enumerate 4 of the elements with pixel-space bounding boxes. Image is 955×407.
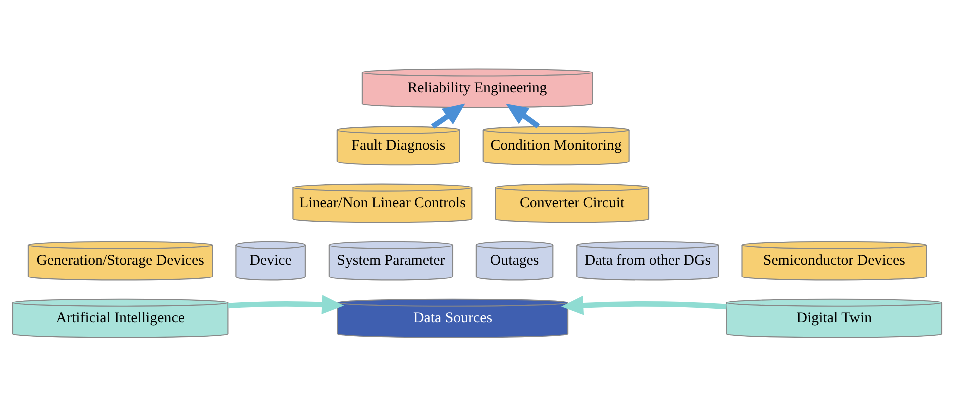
arrow [228, 295, 344, 314]
arrow [431, 104, 466, 129]
arrow [561, 296, 727, 316]
arrow [506, 104, 540, 129]
